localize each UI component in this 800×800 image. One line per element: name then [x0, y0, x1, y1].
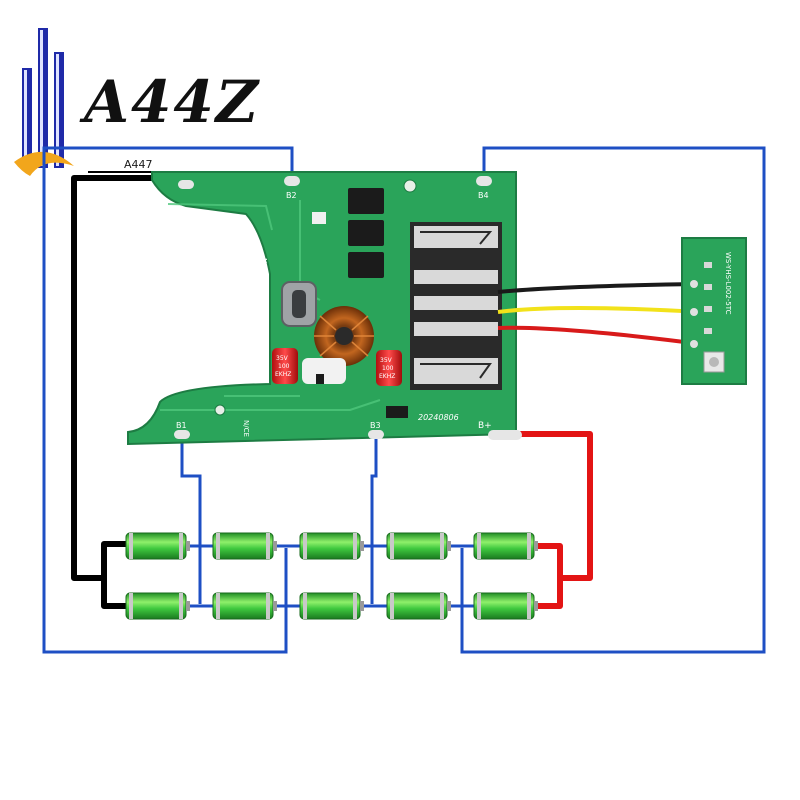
pad-b4: B4	[476, 176, 492, 200]
capacitor-right: 35V 100 EKHZ	[376, 350, 402, 386]
battery-cells	[125, 532, 538, 620]
cap-left-text-1: 100	[278, 363, 290, 370]
pad-b2: B2	[284, 176, 300, 200]
battery-cell-icon	[125, 592, 190, 620]
pad-b-plus: B+	[478, 421, 522, 440]
pad-b1: B1	[174, 421, 190, 439]
battery-cell-icon	[299, 592, 364, 620]
pad-b3: B3	[368, 421, 384, 439]
bms-board: B2 B4 B1 B3 B+	[127, 171, 522, 446]
cap-right-text-1: 100	[382, 365, 394, 372]
battery-cell-icon	[386, 592, 451, 620]
wire-label-marker: A447	[88, 158, 186, 173]
white-component	[302, 358, 346, 384]
wire-label: A447	[124, 158, 153, 171]
wire-b3	[370, 432, 378, 604]
battery-cell-icon	[386, 532, 451, 560]
wire-b4	[460, 146, 766, 654]
cap-left-text-0: 35V	[276, 355, 289, 362]
battery-cell-icon	[299, 532, 364, 560]
led-board: WS-YHS-L002-5TC	[681, 237, 747, 385]
battery-cell-icon	[212, 532, 277, 560]
pad-label-b-plus: B+	[478, 421, 492, 431]
led-icon	[704, 262, 712, 334]
mosfet-chips	[312, 188, 384, 278]
brand-logo: A44Z	[14, 28, 261, 176]
silk-nce: N/CE	[242, 420, 250, 437]
wire-b2	[42, 146, 294, 654]
mount-hole	[403, 179, 417, 193]
signal-wires	[497, 282, 701, 346]
cap-left-text-2: EKHZ	[275, 371, 291, 378]
usb-c-port-icon	[281, 281, 317, 327]
capacitor-left: 35V 100 EKHZ	[272, 348, 298, 384]
solder-pad-icon	[690, 280, 698, 348]
mount-hole	[214, 404, 226, 416]
cap-right-text-2: EKHZ	[379, 373, 395, 380]
cap-right-text-0: 35V	[380, 357, 393, 364]
signal-wire-yellow	[497, 306, 701, 314]
terminal-connector	[410, 222, 502, 390]
pad-label-b4: B4	[478, 191, 489, 200]
logo-bars-icon	[22, 28, 64, 168]
pad-label-b2: B2	[286, 191, 297, 200]
led-board-silk: WS-YHS-L002-5TC	[724, 252, 732, 315]
battery-cell-icon	[473, 532, 538, 560]
battery-cell-icon	[473, 592, 538, 620]
silk-na: N/A	[260, 258, 268, 271]
small-chip	[386, 406, 408, 418]
wire-b1	[180, 432, 202, 604]
pad-label-b1: B1	[176, 421, 187, 430]
balance-wires	[42, 146, 766, 654]
positive-wire	[520, 431, 593, 609]
signal-wire-black	[497, 282, 701, 294]
pad-left-top	[178, 180, 194, 189]
battery-cell-icon	[212, 592, 277, 620]
pad-label-b3: B3	[370, 421, 381, 430]
battery-cell-icon	[125, 532, 190, 560]
negative-wire	[71, 175, 190, 609]
date-code: 20240806	[418, 413, 459, 422]
inductor-coil-icon	[314, 306, 374, 366]
tactile-button-icon	[703, 351, 725, 373]
signal-wire-red	[497, 325, 701, 346]
sensor-chip	[316, 374, 324, 384]
brand-text: A44Z	[79, 68, 261, 136]
